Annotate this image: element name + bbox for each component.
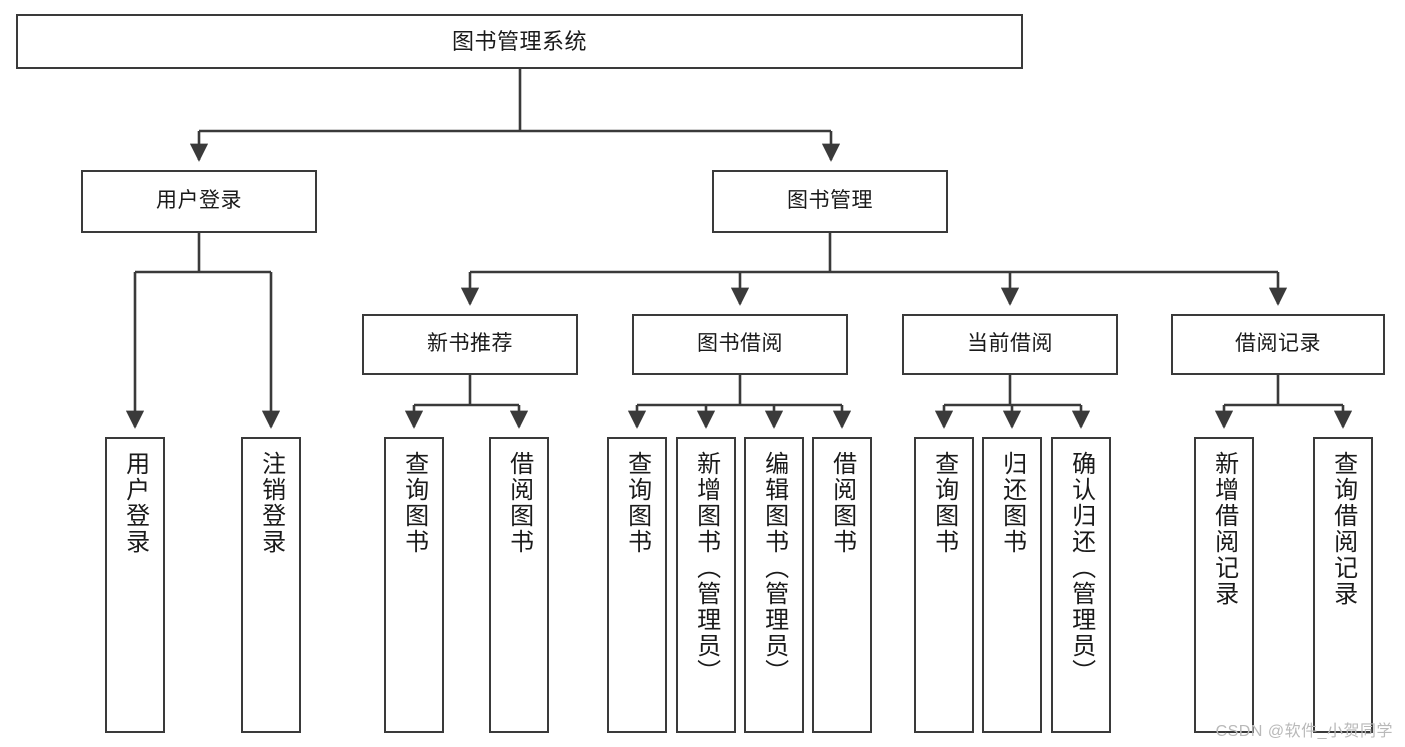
node-new-book-recommend[interactable]: 新书推荐 (362, 314, 578, 375)
node-user-login[interactable]: 用户登录 (81, 170, 317, 233)
node-label: 借阅图书 (505, 451, 533, 555)
leaf-book-borrow-edit-book-admin[interactable]: 编辑图书（管理员） (744, 437, 804, 733)
node-label: 查询借阅记录 (1329, 451, 1357, 607)
node-label: 借阅图书 (828, 451, 856, 555)
node-label: 用户登录 (156, 189, 242, 213)
leaf-book-borrow-query-book[interactable]: 查询图书 (607, 437, 667, 733)
node-label: 注销登录 (257, 451, 285, 555)
node-label: 图书管理系统 (451, 28, 587, 54)
node-label: 图书借阅 (697, 332, 783, 356)
leaf-borrow-record-add-record[interactable]: 新增借阅记录 (1194, 437, 1254, 733)
watermark-text: CSDN @软件_小贺同学 (1215, 723, 1393, 740)
node-label: 当前借阅 (967, 332, 1053, 356)
node-current-borrow[interactable]: 当前借阅 (902, 314, 1118, 375)
leaf-user-login-logout[interactable]: 注销登录 (241, 437, 301, 733)
node-label: 用户登录 (121, 451, 149, 555)
leaf-user-login-login[interactable]: 用户登录 (105, 437, 165, 733)
node-label: 新增借阅记录 (1210, 451, 1238, 607)
node-label: 编辑图书（管理员） (760, 451, 788, 685)
node-borrow-record[interactable]: 借阅记录 (1171, 314, 1385, 375)
leaf-borrow-record-query-record[interactable]: 查询借阅记录 (1313, 437, 1373, 733)
node-label: 查询图书 (623, 451, 651, 555)
leaf-current-borrow-return-book[interactable]: 归还图书 (982, 437, 1042, 733)
node-label: 新书推荐 (427, 332, 513, 356)
node-label: 确认归还（管理员） (1067, 451, 1095, 685)
leaf-new-book-query-book[interactable]: 查询图书 (384, 437, 444, 733)
node-label: 归还图书 (998, 451, 1026, 555)
leaf-current-borrow-query-book[interactable]: 查询图书 (914, 437, 974, 733)
node-label: 新增图书（管理员） (692, 451, 720, 685)
leaf-new-book-borrow-book[interactable]: 借阅图书 (489, 437, 549, 733)
node-label: 借阅记录 (1235, 332, 1321, 356)
leaf-book-borrow-borrow-book[interactable]: 借阅图书 (812, 437, 872, 733)
node-book-borrow[interactable]: 图书借阅 (632, 314, 848, 375)
leaf-current-borrow-confirm-return-admin[interactable]: 确认归还（管理员） (1051, 437, 1111, 733)
node-label: 查询图书 (930, 451, 958, 555)
leaf-book-borrow-add-book-admin[interactable]: 新增图书（管理员） (676, 437, 736, 733)
node-label: 查询图书 (400, 451, 428, 555)
node-book-management[interactable]: 图书管理 (712, 170, 948, 233)
node-label: 图书管理 (787, 189, 873, 213)
node-root-book-management-system[interactable]: 图书管理系统 (16, 14, 1023, 69)
